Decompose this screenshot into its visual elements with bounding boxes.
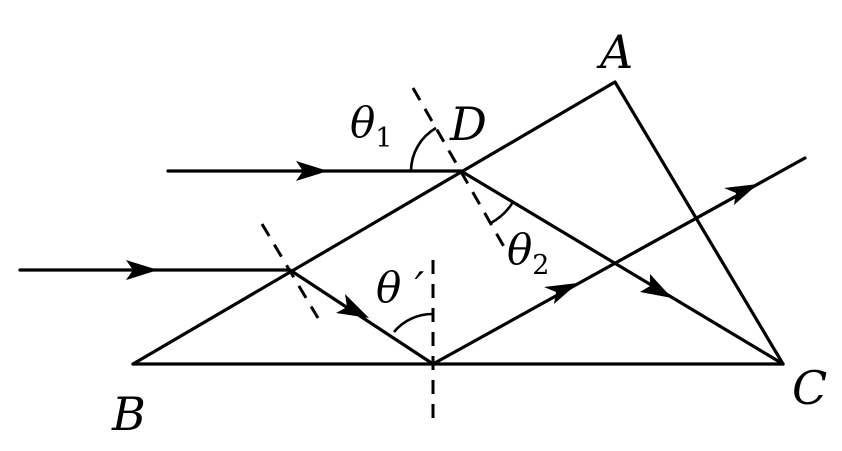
lower-refracted-arrow <box>336 294 369 318</box>
theta1-label: θ1 <box>350 98 392 154</box>
lower-exit-arrow <box>724 184 758 205</box>
prism-side-ac <box>613 80 785 366</box>
point-c-label: C <box>792 361 827 415</box>
normal-at-d <box>411 87 509 253</box>
theta2-arc <box>490 201 515 225</box>
theta1-arc <box>409 126 437 172</box>
upper-refracted-arrow <box>640 274 672 298</box>
theta-prime-arc <box>393 312 434 333</box>
point-b-label: B <box>111 387 146 441</box>
upper-incident-arrow <box>296 161 328 181</box>
normal-at-lower-entry <box>260 223 320 319</box>
prism-side-ba <box>131 80 617 366</box>
theta2-label: θ2 <box>507 225 549 281</box>
theta-prime-label: θ ′ <box>376 263 425 312</box>
lower-reflected-arrow <box>544 283 578 304</box>
lower-refracted-ray <box>288 268 435 366</box>
lower-incident-arrow <box>126 260 158 280</box>
point-a-label: A <box>596 25 633 79</box>
point-d-label: D <box>449 97 487 151</box>
upper-refracted-ray <box>459 169 785 366</box>
